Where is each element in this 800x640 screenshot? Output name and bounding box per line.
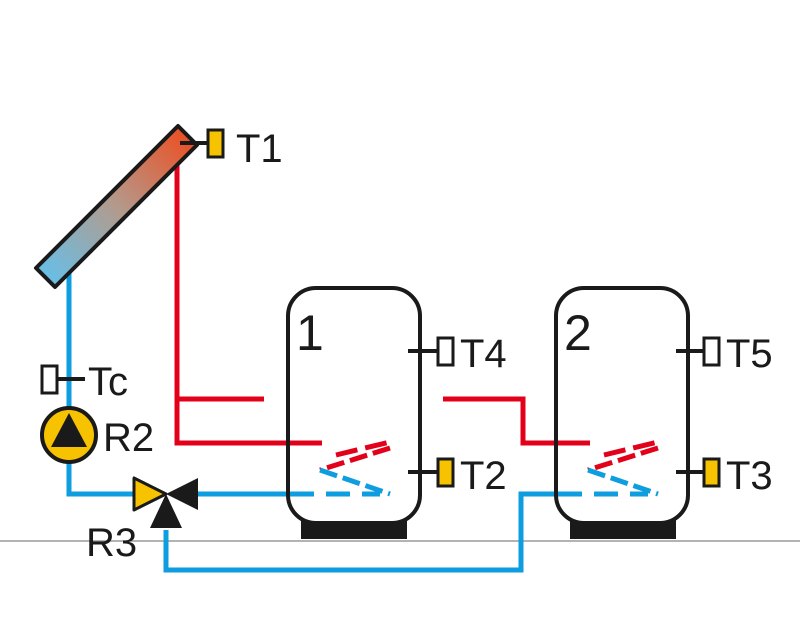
valve-r3-label: R3 — [86, 521, 137, 565]
hot-supply-pipe — [174, 142, 290, 446]
sensor-tc-label: Tc — [88, 360, 128, 404]
sensor-t3-label: T3 — [726, 454, 773, 498]
sensor-t5-label: T5 — [726, 332, 773, 376]
sensor-t1: T1 — [180, 127, 283, 171]
sensor-t4: T4 — [408, 332, 507, 376]
sensor-t2: T2 — [408, 454, 507, 498]
sensor-t4-label: T4 — [460, 332, 507, 376]
tank-1: 1 — [286, 286, 422, 539]
valve-r3: R3 — [86, 476, 198, 565]
pump-r2-label: R2 — [103, 416, 154, 460]
cold-return-pipe — [66, 270, 136, 497]
tank-2: 2 — [554, 286, 690, 539]
sensor-t2-label: T2 — [460, 454, 507, 498]
cold-tank2-loop-pipe — [163, 491, 558, 573]
tank-2-number: 2 — [564, 305, 592, 361]
pump-r2: R2 — [40, 406, 154, 464]
tank-1-number: 1 — [296, 305, 324, 361]
sensor-t3: T3 — [676, 454, 773, 498]
sensor-t1-label: T1 — [236, 127, 283, 171]
sensor-t5: T5 — [676, 332, 773, 376]
sensor-tc: Tc — [40, 360, 128, 404]
solar-collector — [34, 124, 199, 289]
hot-transfer-pipe — [443, 396, 558, 446]
tank-1-coil — [290, 439, 391, 497]
tank-2-coil — [558, 439, 659, 497]
